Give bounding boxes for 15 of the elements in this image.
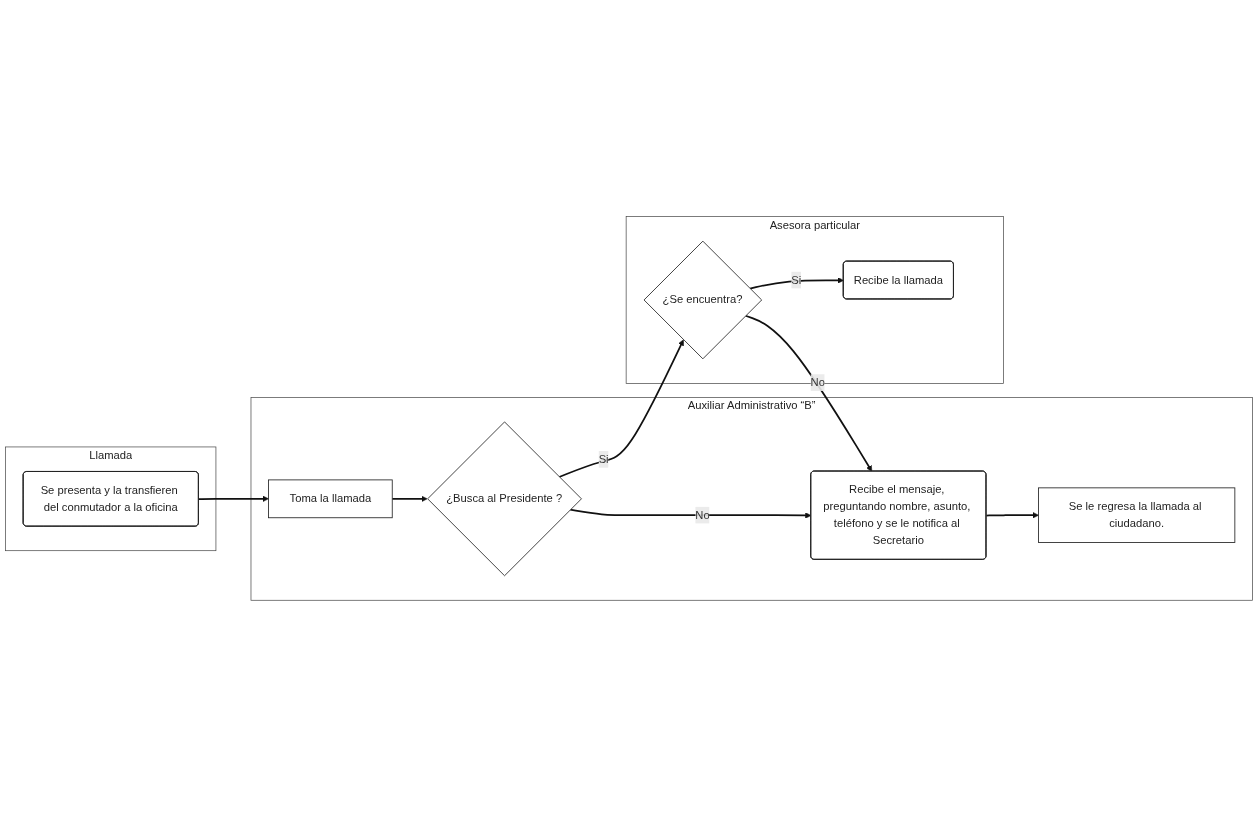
node-box: Toma la llamada	[268, 479, 393, 518]
arrow	[391, 495, 428, 502]
node-diamond: ¿Se encuentra?	[643, 240, 763, 359]
arrow	[558, 339, 684, 478]
edge-label: No	[695, 508, 710, 521]
node-diamond: ¿Busca al Presidente ?	[427, 421, 582, 576]
arrow	[749, 276, 844, 290]
arrow	[744, 314, 873, 472]
edge-label: Si	[791, 273, 802, 286]
arrow	[197, 495, 269, 502]
edge-label: Si	[598, 452, 609, 465]
arrow	[569, 508, 812, 519]
node-box: Se le regresa la llamada al ciudadano.	[1038, 487, 1236, 543]
arrow	[985, 511, 1039, 518]
edge-label: No	[810, 375, 825, 388]
